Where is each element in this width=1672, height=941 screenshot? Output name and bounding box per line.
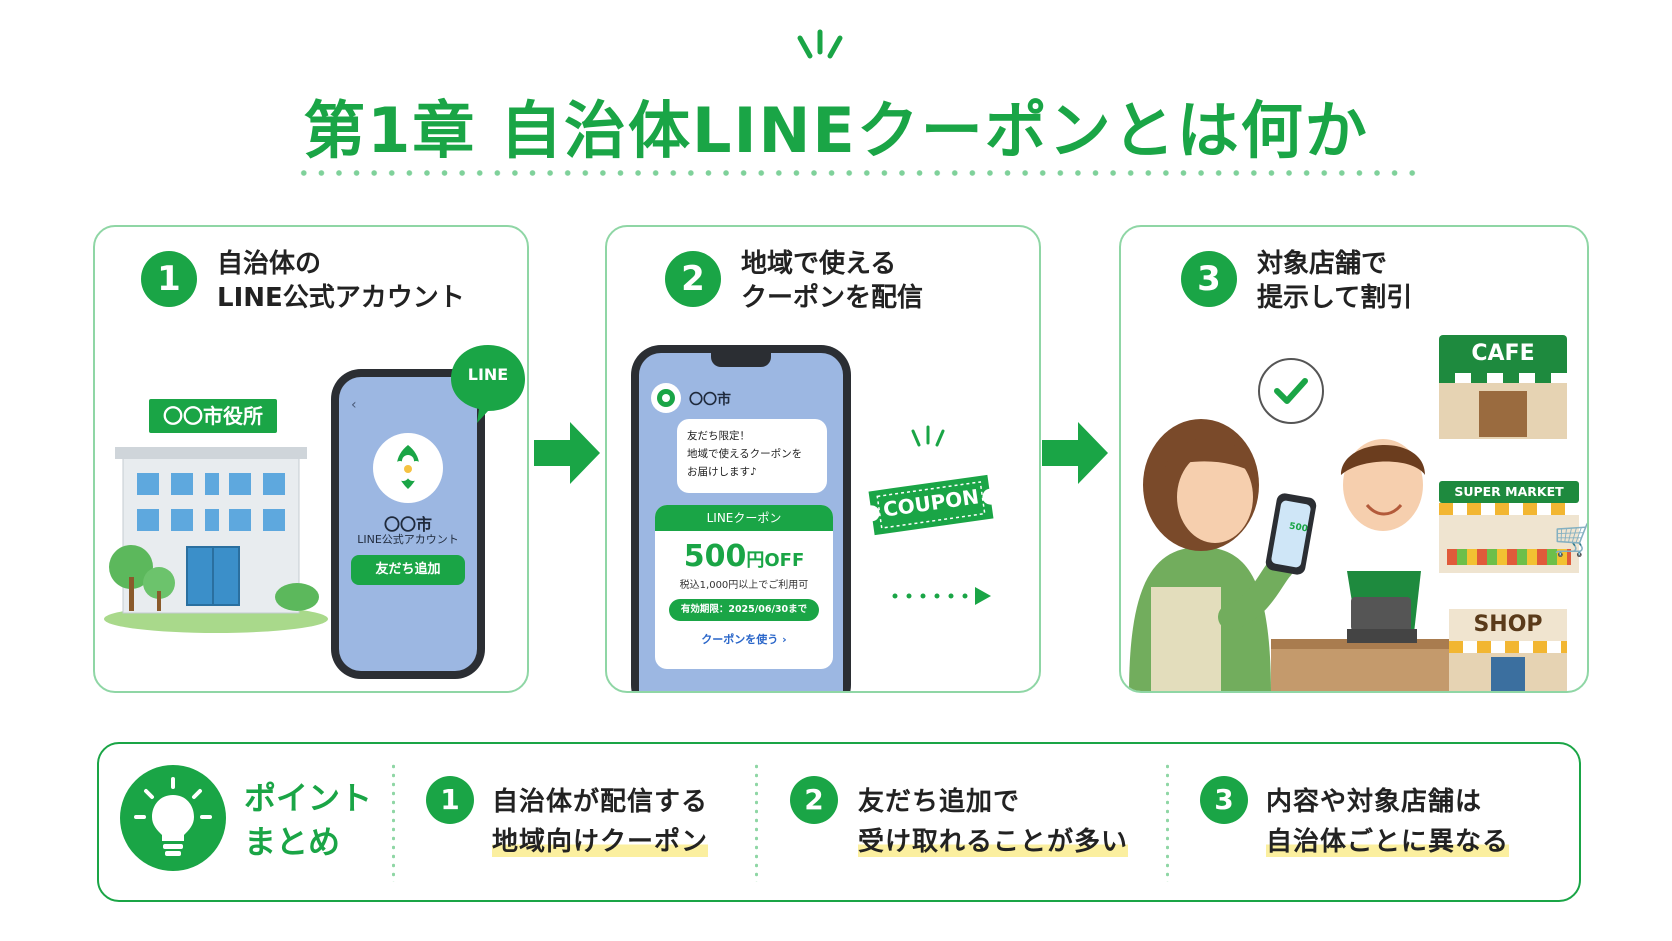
phone-1: ‹ 〇〇市 LINE公式アカウント 友だち追加 <box>331 369 485 679</box>
coupon-ticket-icon <box>868 474 994 536</box>
shop-awning <box>1449 641 1567 653</box>
step-title-1: 自治体の LINE公式アカウント <box>217 249 465 313</box>
step-card-3: 3 対象店舗で 提示して割引 500 CAFE <box>1119 225 1589 693</box>
step-title-3: 対象店舗で 提示して割引 <box>1257 249 1413 313</box>
summary-divider-2 <box>755 762 758 882</box>
summary-divider-1 <box>392 762 395 882</box>
line-speech-bubble-icon <box>451 345 525 423</box>
supermarket-awning <box>1439 503 1579 515</box>
coupon-unit: 円OFF <box>746 550 805 571</box>
chat-sender-name: 〇〇市 <box>689 392 731 408</box>
cafe-store: CAFE <box>1439 335 1567 439</box>
summary-point-number-1: 1 <box>426 776 474 824</box>
supermarket-store: SUPER MARKET <box>1439 481 1579 573</box>
back-chevron-icon[interactable]: ‹ <box>351 397 357 413</box>
step-card-1: 1 自治体の LINE公式アカウント 〇〇市役所 ‹ <box>93 225 529 693</box>
sparkle-icon <box>797 29 843 59</box>
coupon-amount-row: 500円OFF <box>655 539 833 574</box>
chevron-right-icon: › <box>782 633 787 646</box>
supermarket-sign: SUPER MARKET <box>1439 481 1579 503</box>
shop-store: SHOP <box>1449 609 1567 691</box>
flow-arrow-2-icon <box>1042 422 1108 484</box>
coupon-header: LINEクーポン <box>655 505 833 531</box>
summary-point-text-3: 内容や対象店舗は 自治体ごとに異なる <box>1266 787 1510 857</box>
shop-front <box>1449 653 1567 691</box>
phone-2-screen: 〇〇市 友だち限定！ 地域で使えるクーポンを お届けします♪ LINEクーポン … <box>639 353 843 691</box>
coupon-condition: 税込1,000円以上でご利用可 <box>679 580 809 591</box>
account-name: 〇〇市 <box>383 515 432 534</box>
step-number-2: 2 <box>665 251 721 307</box>
phone-2: 〇〇市 友だち限定！ 地域で使えるクーポンを お届けします♪ LINEクーポン … <box>631 345 851 691</box>
shopping-cart-icon: 🛒 <box>1553 519 1587 559</box>
coupon-amount: 500 <box>683 539 747 574</box>
summary-box <box>97 742 1581 902</box>
step-card-2: 2 地域で使える クーポンを配信 〇〇市 友だち限定！ 地域で使えるクーポンを … <box>605 225 1041 693</box>
step-title-2: 地域で使える クーポンを配信 <box>741 249 924 313</box>
cafe-front <box>1439 383 1567 439</box>
summary-point-number-2: 2 <box>790 776 838 824</box>
shop-sign: SHOP <box>1449 609 1567 641</box>
supermarket-front <box>1439 515 1579 573</box>
shop-door <box>1491 657 1525 691</box>
line-badge-text: LINE <box>467 365 509 384</box>
cafe-sign: CAFE <box>1439 335 1567 373</box>
summary-divider-3 <box>1166 762 1169 882</box>
summary-point-number-3: 3 <box>1200 776 1248 824</box>
add-friend-button[interactable]: 友だち追加 <box>351 555 465 585</box>
cafe-door <box>1479 391 1527 437</box>
customer-and-clerk-illustration <box>1129 358 1451 691</box>
step-number-1: 1 <box>141 251 197 307</box>
summary-label: ポイント まとめ <box>244 779 373 861</box>
account-subtitle: LINE公式アカウント <box>357 533 459 546</box>
summary-point-text-1: 自治体が配信する 地域向けクーポン <box>492 787 709 857</box>
title-divider <box>295 170 1425 176</box>
chat-avatar-icon <box>651 383 681 413</box>
ticket-sparkle-icon <box>911 425 945 447</box>
coupon-expiry: 有効期限：2025/06/30まで <box>669 599 819 621</box>
produce-display <box>1447 549 1571 565</box>
coupon-card[interactable]: LINEクーポン 500円OFF 税込1,000円以上でご利用可 有効期限：20… <box>655 505 833 669</box>
city-hall-building-icon <box>104 447 328 633</box>
phone-notch <box>711 353 771 367</box>
chat-message-bubble: 友だち限定！ 地域で使えるクーポンを お届けします♪ <box>677 419 827 493</box>
page-title: 第1章 自治体LINEクーポンとは何か <box>303 94 1369 167</box>
cafe-awning <box>1439 373 1567 383</box>
dotted-arrow-icon <box>892 587 991 605</box>
step-number-3: 3 <box>1181 251 1237 307</box>
flow-arrow-1-icon <box>534 422 600 484</box>
phone-1-screen: ‹ 〇〇市 LINE公式アカウント 友だち追加 <box>339 377 477 671</box>
lightbulb-icon <box>120 765 226 871</box>
use-coupon-link[interactable]: クーポンを使う › <box>701 633 787 646</box>
city-flower-logo-icon <box>373 433 443 503</box>
summary-point-text-2: 友だち追加で 受け取れることが多い <box>858 787 1129 857</box>
city-hall-sign: 〇〇市役所 <box>149 399 277 433</box>
